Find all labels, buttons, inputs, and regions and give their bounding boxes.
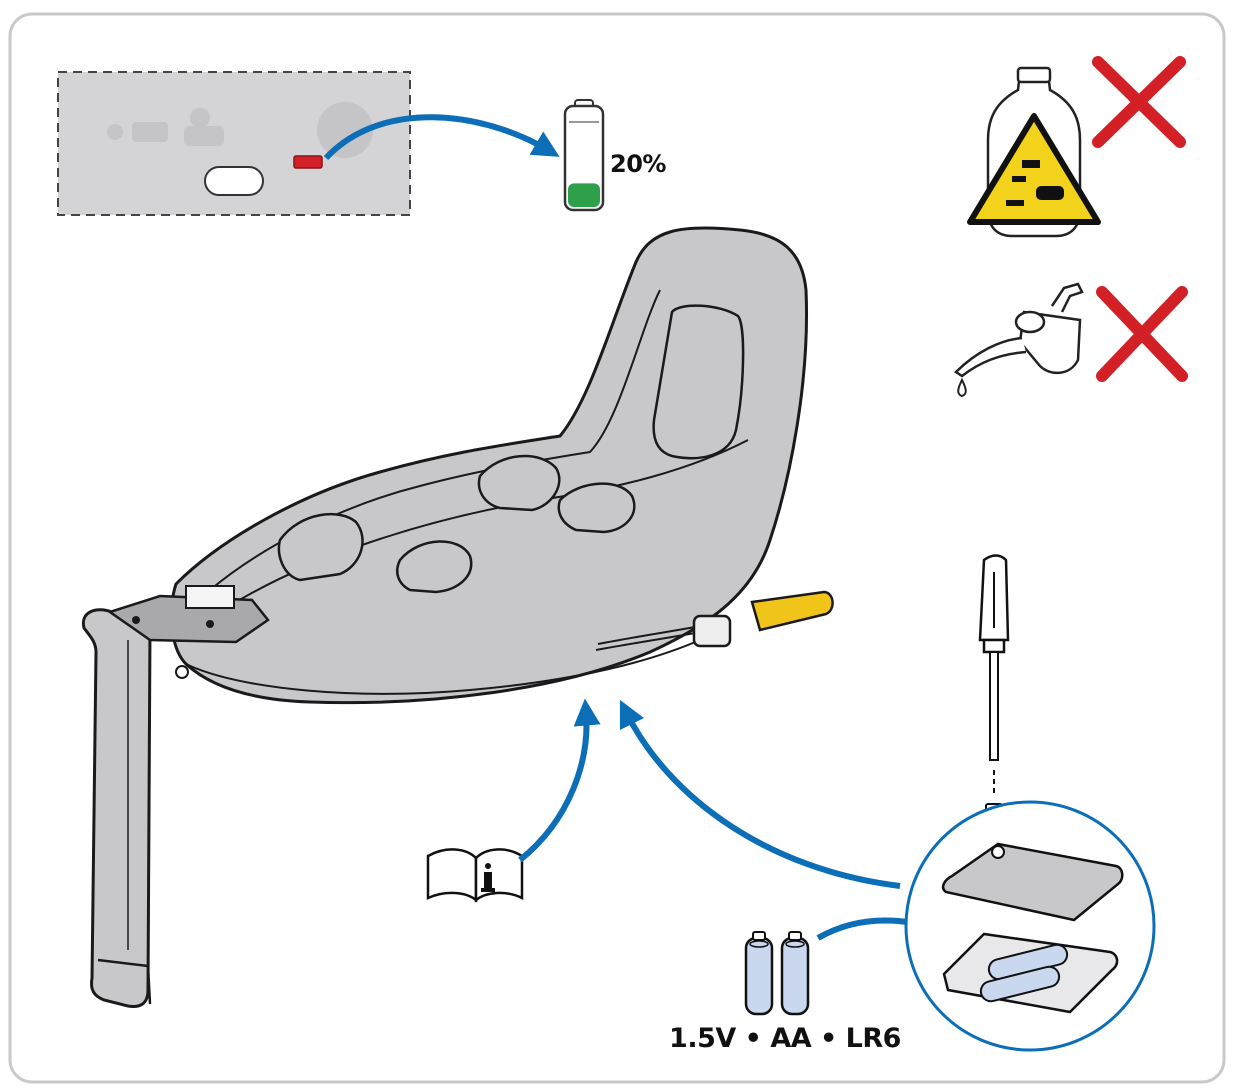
display-panel (57, 71, 411, 216)
screwdriver-icon (978, 554, 1010, 796)
corrosive-cleaner-bottle-icon (967, 66, 1101, 238)
battery-icon (563, 99, 605, 212)
red-cross-icon (1092, 56, 1186, 148)
aa-battery-icon (744, 931, 810, 1016)
instruction-manual-info-icon (426, 848, 524, 903)
led-to-battery-arrow (323, 114, 560, 161)
battery-compartment-detail-icon (904, 800, 1156, 1052)
battery-spec-label: 1.5V • AA • LR6 (669, 1023, 901, 1054)
panel-button (204, 166, 264, 196)
battery-level-label: 20% (610, 150, 666, 178)
oil-can-icon (954, 282, 1084, 398)
compartment-to-seat-arrow (619, 699, 901, 889)
battery-fill (568, 183, 600, 207)
car-seat-base (81, 226, 834, 1008)
low-battery-led (293, 155, 323, 169)
manual-to-seat-arrow (518, 698, 601, 863)
red-cross-icon (1096, 286, 1188, 382)
